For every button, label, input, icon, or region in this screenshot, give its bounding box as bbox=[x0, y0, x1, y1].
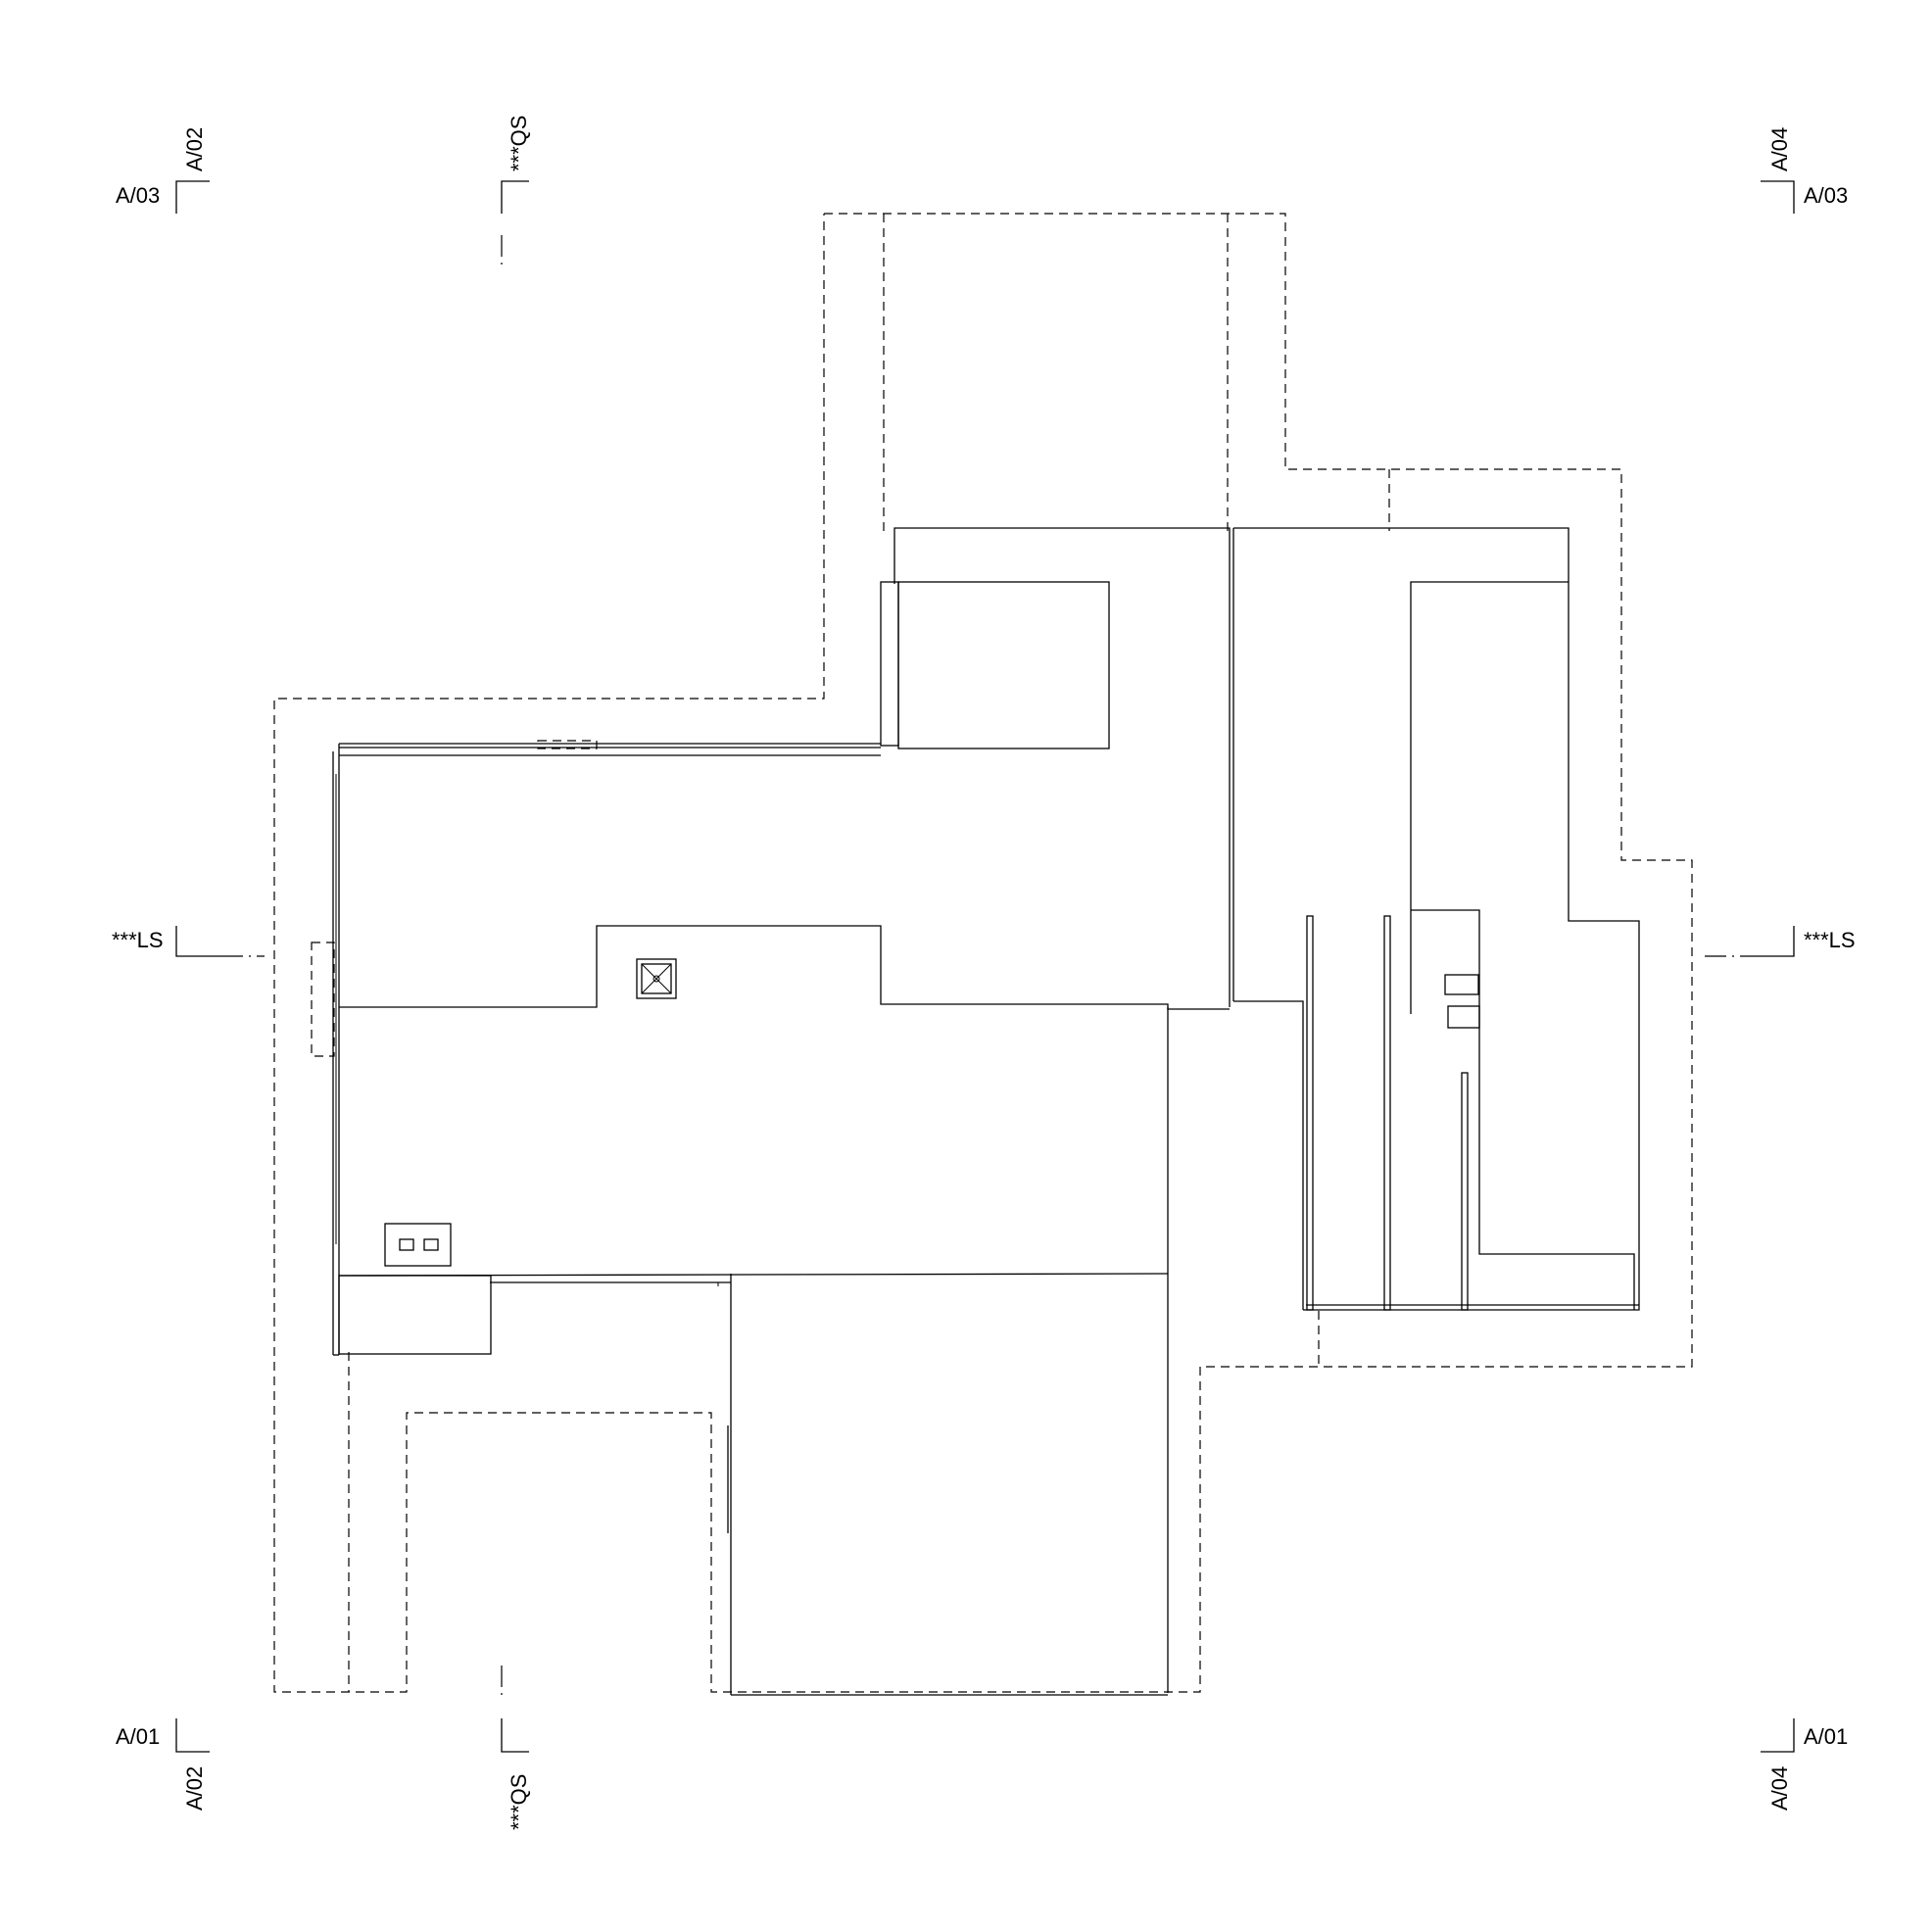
label-top-left-horizontal: A/03 bbox=[116, 183, 160, 208]
dashed-outline bbox=[273, 213, 1693, 1693]
label-top-right-horizontal: A/03 bbox=[1804, 183, 1848, 208]
label-top-left-vertical: A/02 bbox=[182, 127, 207, 171]
label-top-right-vertical: A/04 bbox=[1767, 127, 1792, 171]
building-walls bbox=[332, 527, 1640, 1696]
label-bottom-left-vertical: A/02 bbox=[182, 1766, 207, 1811]
fixtures bbox=[384, 958, 677, 1267]
label-bottom-right-vertical: A/04 bbox=[1767, 1766, 1792, 1811]
label-mid-right-horizontal: ***LS bbox=[1804, 928, 1856, 952]
label-bottom-left-horizontal: A/01 bbox=[116, 1724, 160, 1749]
label-bottom-center-vertical: ***QS bbox=[507, 1774, 531, 1830]
outlet-box-symbol bbox=[384, 1223, 452, 1267]
label-bottom-right-horizontal: A/01 bbox=[1804, 1724, 1848, 1749]
label-mid-left-horizontal: ***LS bbox=[112, 928, 164, 952]
skylight-symbol bbox=[636, 958, 677, 999]
section-markers bbox=[175, 180, 1795, 1753]
label-top-center-vertical: ***QS bbox=[507, 116, 531, 171]
section-labels: A/02 A/03 ***QS A/04 A/03 ***LS ***LS A/… bbox=[112, 116, 1856, 1830]
